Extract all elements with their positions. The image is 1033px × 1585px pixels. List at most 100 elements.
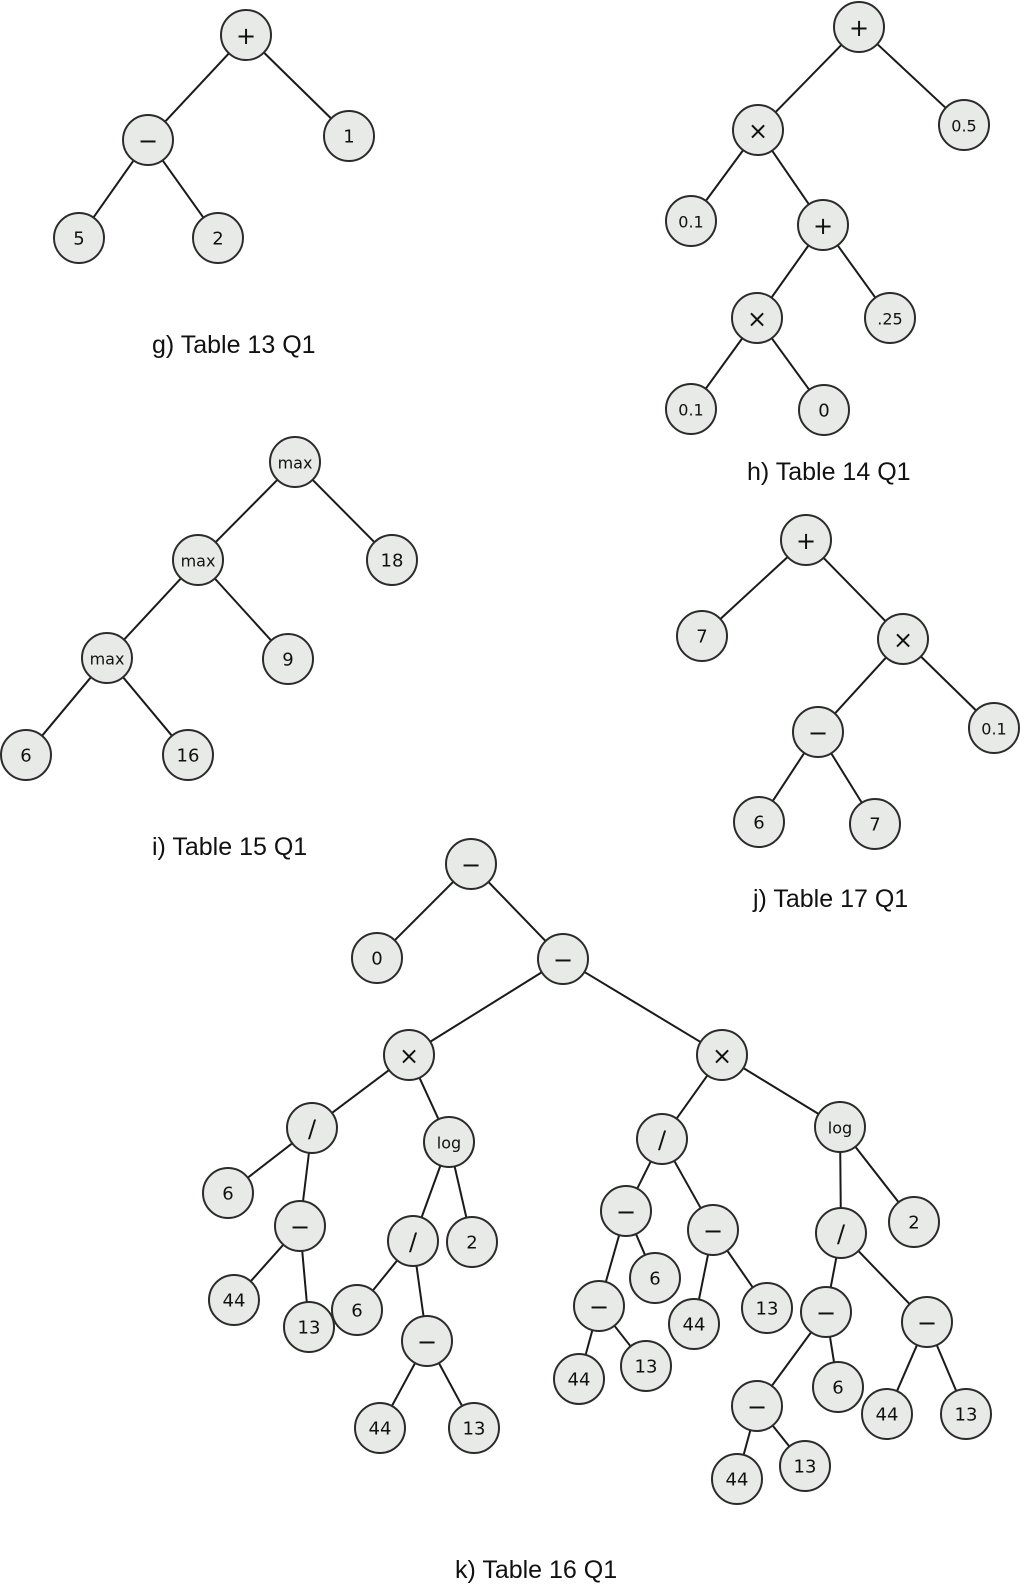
node-label: ×: [747, 305, 767, 333]
tree-edge: [857, 1250, 911, 1305]
tree-node: −: [122, 114, 174, 166]
node-circle: [792, 706, 844, 758]
node-circle: [797, 199, 849, 251]
tree-node: 13: [741, 1282, 793, 1334]
node-circle: [864, 292, 916, 344]
tree-node: 18: [366, 534, 418, 586]
tree-edge: [834, 656, 887, 715]
tree-node: 13: [448, 1402, 500, 1454]
tree-edge: [583, 971, 702, 1043]
tree-node: 13: [940, 1388, 992, 1440]
node-label: ×: [712, 1042, 732, 1070]
node-circle: [968, 702, 1020, 754]
tree-edge: [675, 1074, 709, 1120]
node-circle: [668, 1298, 720, 1350]
tree-node: 44: [208, 1274, 260, 1326]
node-label: ×: [893, 626, 913, 654]
node-label: 6: [351, 1301, 362, 1322]
tree-node: 6: [812, 1361, 864, 1413]
tree-node: 6: [629, 1252, 681, 1304]
node-circle: [53, 212, 105, 264]
tree-edge: [391, 1362, 416, 1407]
node-label: max: [181, 552, 216, 571]
tree-node: 6: [202, 1167, 254, 1219]
tree-node: max: [81, 632, 133, 684]
node-label: 44: [568, 1370, 591, 1391]
node-circle: [732, 104, 784, 156]
tree-node: 2: [192, 212, 244, 264]
tree-node: −: [537, 933, 589, 985]
tree-node: −: [687, 1204, 739, 1256]
node-label: +: [849, 14, 869, 42]
tree-node: 7: [849, 798, 901, 850]
node-label: 6: [222, 1184, 233, 1205]
node-label: /: [658, 1126, 667, 1154]
node-label: .25: [877, 310, 902, 329]
tree-edge: [311, 479, 376, 543]
tree-node: /: [815, 1207, 867, 1259]
node-label: 13: [635, 1357, 658, 1378]
node-label: /: [837, 1220, 846, 1248]
node-label: −: [616, 1198, 636, 1226]
tree-edge: [161, 159, 205, 219]
tree-edge: [429, 971, 543, 1043]
node-circle: [861, 1388, 913, 1440]
node-circle: [620, 1340, 672, 1392]
tree-edge: [829, 1257, 838, 1288]
node-circle: [354, 1402, 406, 1454]
node-label: 44: [369, 1419, 392, 1440]
tree-node: 0: [798, 384, 850, 436]
node-circle: [780, 514, 832, 566]
node-circle: [162, 729, 214, 781]
tree-node: +: [797, 199, 849, 251]
node-label: 0.1: [678, 401, 703, 420]
node-circle: [665, 195, 717, 247]
node-circle: [351, 932, 403, 984]
tree-edge: [247, 1142, 293, 1179]
node-label: +: [796, 527, 816, 555]
node-label: −: [461, 851, 481, 879]
tree-node: 6: [331, 1284, 383, 1336]
node-label: −: [138, 127, 158, 155]
tree-edge: [418, 1077, 440, 1120]
tree-edge: [438, 1362, 463, 1407]
caption-i: i) Table 15 Q1: [152, 833, 307, 861]
tree-edge: [371, 1259, 399, 1292]
tree-edge: [771, 752, 806, 802]
node-circle: [833, 1, 885, 53]
node-circle: [940, 1388, 992, 1440]
node-label: 13: [955, 1405, 978, 1426]
tree-node: −: [274, 1200, 326, 1252]
tree-node: /: [286, 1102, 338, 1154]
node-label: 2: [908, 1213, 919, 1234]
tree-node: −: [573, 1280, 625, 1332]
node-circle: [665, 383, 717, 435]
tree-node: 44: [668, 1298, 720, 1350]
node-circle: [779, 1440, 831, 1492]
tree-edge: [704, 337, 744, 390]
tree-edge: [613, 1325, 632, 1347]
node-circle: [877, 613, 929, 665]
tree-node: 44: [553, 1353, 605, 1405]
tree-node: log: [423, 1116, 475, 1168]
tree-edge: [584, 1329, 594, 1356]
node-circle: [553, 1353, 605, 1405]
tree-edge: [164, 52, 230, 123]
node-label: 6: [832, 1378, 843, 1399]
caption-h: h) Table 14 Q1: [747, 458, 911, 486]
caption-k: k) Table 16 Q1: [455, 1556, 617, 1584]
node-label: log: [437, 1134, 461, 1153]
tree-edge: [301, 1250, 308, 1303]
node-label: log: [828, 1119, 852, 1138]
caption-g: g) Table 13 Q1: [152, 331, 316, 359]
tree-node: 0: [351, 932, 403, 984]
node-circle: [814, 1101, 866, 1153]
tree-node: −: [600, 1185, 652, 1237]
tree-node: 2: [888, 1196, 940, 1248]
tree-node: ×: [696, 1029, 748, 1081]
node-label: 6: [649, 1269, 660, 1290]
tree-edge: [920, 655, 977, 712]
tree-node: −: [800, 1286, 852, 1338]
tree-node: 9: [262, 633, 314, 685]
